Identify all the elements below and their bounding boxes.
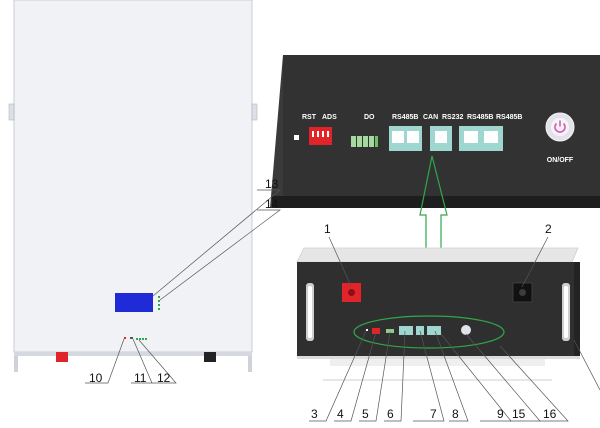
label-do: DO [364,114,375,121]
port-highlight [353,315,505,349]
callout-5: 5 [362,407,369,421]
label-rs485b-2: RS485B [467,114,493,121]
left-hinge [8,103,15,121]
leader-lines [85,189,600,422]
panel-bottom-edge [272,196,600,208]
front-status-leds [136,338,147,340]
front-button-dark [130,337,133,339]
callout-9: 9 [497,407,504,421]
label-rs485b-1: RS485B [392,114,418,121]
right-handle [562,283,570,341]
mini-port-row [366,325,471,335]
label-on-off: ON/OFF [547,157,574,164]
callout-1: 1 [324,222,331,236]
callout-16: 16 [543,407,557,421]
callout-8: 8 [452,407,459,421]
rs485b-can-ports [389,126,422,151]
rs485b-ports [459,126,503,151]
positive-terminal [56,352,68,362]
callout-4: 4 [337,407,344,421]
enlarged-panel: RST ADS DO RS485B CAN RS232 RS485B RS485… [270,55,600,208]
callout-10: 10 [89,371,103,385]
callout-6: 6 [387,407,394,421]
power-switch [545,112,575,142]
do-terminal-block [351,136,378,147]
battery-front-view [8,0,258,372]
callout-11: 11 [134,371,147,385]
rack-module [296,247,580,381]
rs232-port [430,126,452,151]
label-rst: RST [302,114,317,121]
callout-numbers: 13 14 10 11 12 1 2 3 4 5 6 7 8 9 15 16 [89,177,557,421]
callout-7: 7 [430,407,437,421]
callout-12: 12 [157,371,171,385]
base-strip [14,352,252,356]
indicator-leds [158,296,160,310]
label-ads: ADS [322,114,337,121]
right-hinge [251,103,258,121]
label-rs232: RS232 [442,114,464,121]
callout-2: 2 [545,222,552,236]
label-can: CAN [423,114,438,121]
rst-button [294,135,299,140]
callout-3: 3 [311,407,318,421]
callout-14: 14 [265,197,279,211]
lcd-display [115,293,153,312]
left-handle [306,283,314,341]
callout-15: 15 [512,407,526,421]
ads-dip-switch [309,127,332,145]
callout-13: 13 [265,177,279,191]
label-rs485b-3: RS485B [496,114,522,121]
front-button-red [124,337,126,339]
negative-terminal [204,352,216,362]
